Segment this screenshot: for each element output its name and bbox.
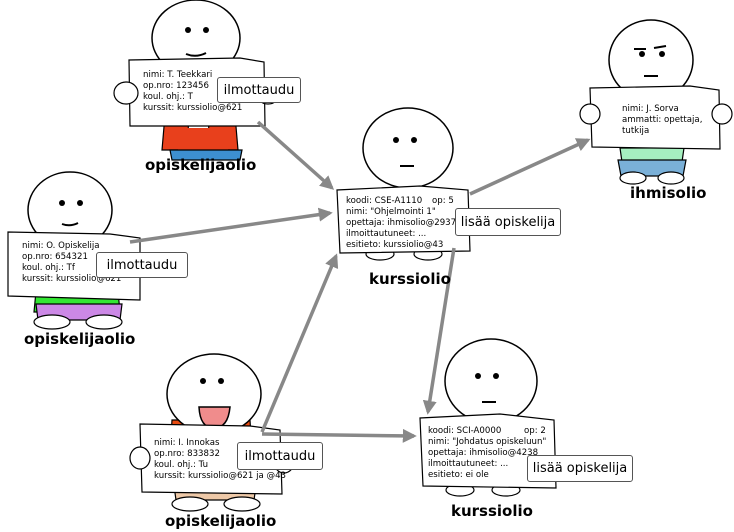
arrow-innokas-to-course2 xyxy=(261,428,417,443)
sorva-profession-cont: tutkija xyxy=(622,126,650,136)
teekkari-paper: nimi: T. Teekkari op.nro: 123456 koul. o… xyxy=(143,70,242,114)
innokas-type-label: opiskelijaolio xyxy=(165,512,277,530)
kurssi2-prerequisite: esitieto: ei ole xyxy=(428,470,489,480)
teekkari-type-label: opiskelijaolio xyxy=(145,156,257,174)
kurssi2-name: nimi: "Johdatus opiskeluun" xyxy=(428,437,547,447)
figure-kurssi2 xyxy=(419,338,557,497)
kurssi1-code: koodi: CSE-A1110 xyxy=(346,196,423,206)
reference-arrows xyxy=(129,120,591,443)
sorva-paper: nimi: J. Sorva ammatti: opettaja, tutkij… xyxy=(622,104,702,137)
opiskelija-programme: koul. ohj.: Tf xyxy=(22,263,75,273)
kurssi2-paper: koodi: SCI-A0000 nimi: "Johdatus opiskel… xyxy=(428,426,546,481)
innokas-paper: nimi: I. Innokas op.nro: 833832 koul. oh… xyxy=(154,438,286,482)
kurssi1-paper: koodi: CSE-A1110 nimi: "Ohjelmointi 1" o… xyxy=(346,196,456,251)
kurssi1-prerequisite: esitieto: kurssiolio@43 xyxy=(346,240,444,250)
teekkari-enroll-button[interactable]: ilmottaudu xyxy=(217,77,301,103)
opiskelija-enroll-button[interactable]: ilmottaudu xyxy=(96,252,188,278)
kurssi1-enrolled: ilmoittautuneet: ... xyxy=(346,229,427,239)
teekkari-programme: koul. ohj.: T xyxy=(143,92,193,102)
arrow-innokas-to-course1 xyxy=(260,253,339,433)
arrow-teekkari-to-course1 xyxy=(256,120,335,190)
kurssi2-code: koodi: SCI-A0000 xyxy=(428,426,502,436)
teekkari-courses: kurssit: kurssiolio@621 xyxy=(143,103,243,113)
opiskelija-name: nimi: O. Opiskelija xyxy=(22,241,100,251)
sorva-profession: ammatti: opettaja, xyxy=(622,115,703,125)
kurssi2-credits: op: 2 xyxy=(524,426,546,436)
kurssi1-name: nimi: "Ohjelmointi 1" xyxy=(346,207,436,217)
arrow-opiskelija-to-course1 xyxy=(129,207,333,244)
arrow-course1-to-sorva xyxy=(469,138,591,196)
kurssi1-teacher: opettaja: ihmisolio@2937 xyxy=(346,218,457,228)
kurssi1-add-student-button[interactable]: lisää opiskelija xyxy=(455,208,561,236)
kurssi2-enrolled: ilmoittautuneet: ... xyxy=(428,459,509,469)
innokas-student-number: op.nro: 833832 xyxy=(154,449,220,459)
sorva-name: nimi: J. Sorva xyxy=(622,104,679,114)
innokas-enroll-button[interactable]: ilmottaudu xyxy=(237,442,323,470)
figure-sorva xyxy=(579,19,733,185)
opiskelija-paper: nimi: O. Opiskelija op.nro: 654321 koul.… xyxy=(22,241,121,285)
opiskelija-type-label: opiskelijaolio xyxy=(24,330,136,348)
kurssi1-credits: op: 5 xyxy=(432,196,454,206)
teekkari-student-number: op.nro: 123456 xyxy=(143,81,209,91)
kurssi2-type-label: kurssiolio xyxy=(451,502,533,520)
kurssi2-add-student-button[interactable]: lisää opiskelija xyxy=(527,455,633,482)
figure-kurssi1 xyxy=(336,107,471,261)
innokas-courses: kurssit: kurssiolio@621 ja @43 xyxy=(154,471,286,481)
innokas-name: nimi: I. Innokas xyxy=(154,438,220,448)
opiskelija-courses: kurssit: kurssiolio@621 xyxy=(22,274,122,284)
sorva-type-label: ihmisolio xyxy=(630,184,707,202)
arrow-course1-to-course2 xyxy=(422,247,456,415)
teekkari-name: nimi: T. Teekkari xyxy=(143,70,213,80)
kurssi1-type-label: kurssiolio xyxy=(369,270,451,288)
kurssi2-teacher: opettaja: ihmisolio@4238 xyxy=(428,448,539,458)
innokas-programme: koul. ohj.: Tu xyxy=(154,460,209,470)
opiskelija-student-number: op.nro: 654321 xyxy=(22,252,88,262)
